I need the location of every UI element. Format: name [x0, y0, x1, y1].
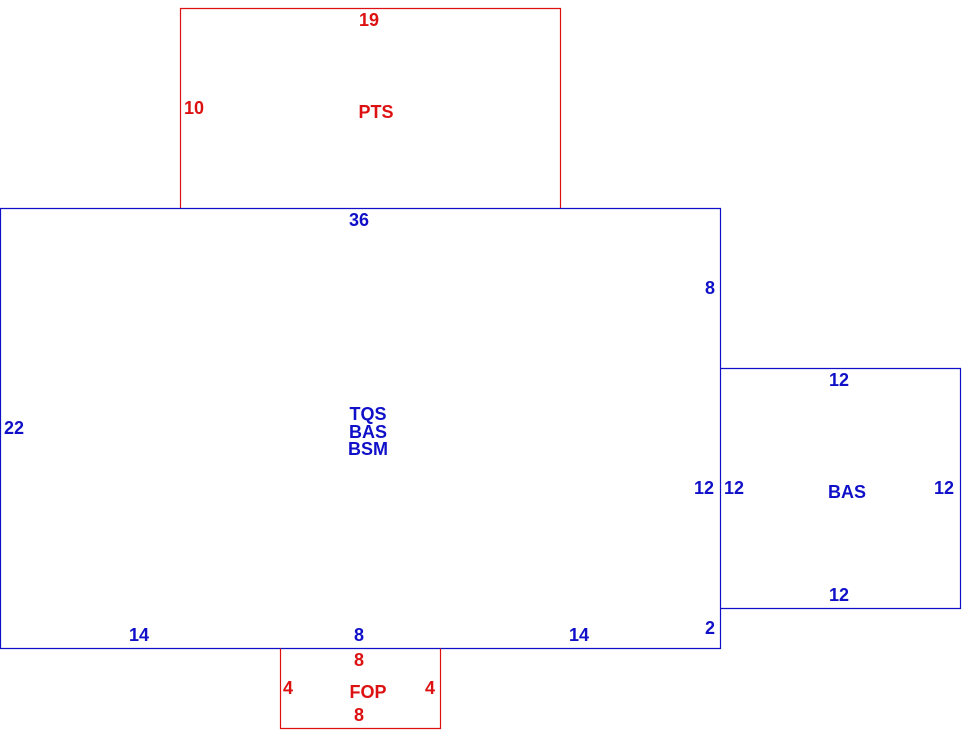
addition-dim-top: 12: [829, 370, 849, 390]
main-dim-bottom-left: 14: [129, 625, 149, 645]
fop-area-label: FOP: [349, 682, 386, 702]
addition-outline: [720, 367, 962, 610]
pts-area-label: PTS: [358, 102, 393, 122]
addition-area-label: BAS: [828, 482, 866, 502]
main-dim-right-upper: 8: [705, 278, 715, 298]
addition-area: 12 12 12 12 BAS: [720, 367, 962, 610]
addition-dim-right: 12: [934, 478, 954, 498]
pts-dim-left: 10: [184, 98, 204, 118]
fop-dim-top: 8: [354, 650, 364, 670]
fop-dim-bottom: 8: [354, 705, 364, 725]
fop-area: 8 4 4 8 FOP: [279, 648, 442, 730]
fop-outline: [279, 648, 442, 730]
pts-dim-top: 19: [359, 10, 379, 30]
main-area-label-2: BAS: [349, 422, 387, 442]
addition-dim-left: 12: [724, 478, 744, 498]
main-dim-left: 22: [4, 418, 24, 438]
main-dim-bottom-middle: 8: [354, 625, 364, 645]
addition-dim-bottom: 12: [829, 585, 849, 605]
main-dim-bottom-right: 14: [569, 625, 589, 645]
fop-dim-right: 4: [425, 678, 435, 698]
main-dim-right-middle: 12: [694, 478, 714, 498]
fop-dim-left: 4: [283, 678, 293, 698]
main-dim-right-lower: 2: [705, 618, 715, 638]
main-outline: [0, 207, 722, 650]
pts-area: 19 10 PTS: [179, 7, 562, 208]
main-area: 36 8 22 12 2 14 8 14 TQS BAS BSM: [0, 207, 722, 650]
main-area-label-1: TQS: [349, 404, 386, 424]
main-area-label-3: BSM: [348, 439, 388, 459]
main-dim-top: 36: [349, 210, 369, 230]
pts-outline: [179, 7, 562, 208]
